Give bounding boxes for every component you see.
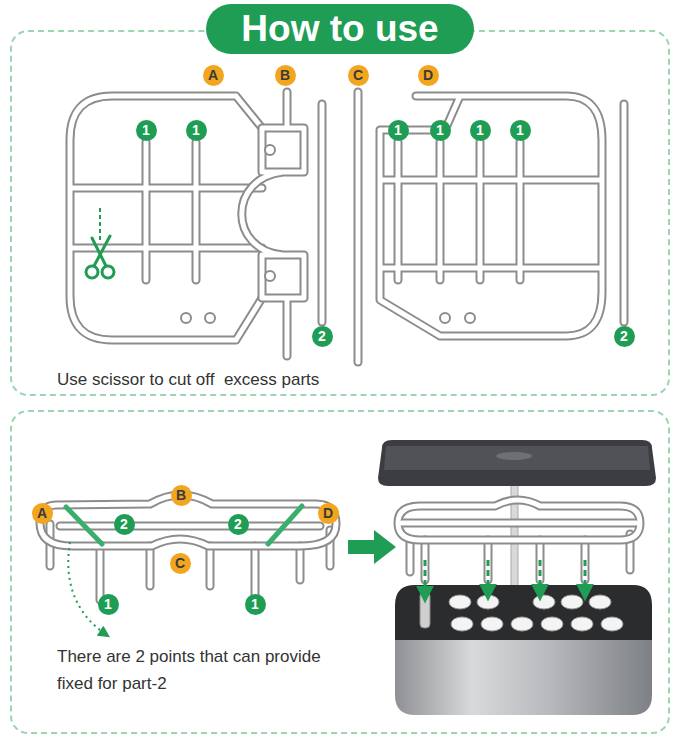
pod-hole	[601, 617, 623, 631]
scissor-handle	[86, 266, 98, 278]
insert-arrow	[424, 560, 427, 600]
frame-part	[242, 92, 304, 356]
insert-arrow	[487, 560, 490, 598]
part-letter: C	[348, 65, 369, 86]
pod-hole	[477, 595, 499, 609]
note-text: Use scissor to cut off excess parts	[57, 366, 477, 393]
brace-part	[622, 104, 627, 322]
part-letter: A	[32, 503, 53, 524]
part-letter: B	[171, 485, 192, 506]
cut-line	[99, 208, 101, 242]
callout-number: 1	[136, 120, 157, 141]
frame-part-outline	[380, 96, 602, 336]
brace-part-outline	[620, 104, 629, 322]
brace-part	[320, 104, 325, 322]
instruction-panel: There are 2 points that can provide fixe…	[10, 410, 670, 734]
callout-number: 1	[470, 120, 491, 141]
callout-number: 2	[614, 326, 635, 347]
lamp-lid	[378, 440, 656, 486]
note-text: There are 2 points that can provide fixe…	[57, 643, 357, 697]
callout-number: 1	[98, 594, 119, 615]
frame	[398, 500, 640, 540]
part-letter: C	[170, 553, 191, 574]
brace-part	[66, 507, 102, 544]
brace-part-outline	[318, 104, 327, 322]
frame-part-outline	[70, 96, 262, 340]
frame-part	[70, 96, 262, 340]
frame-outline	[398, 500, 640, 540]
scissor-blade	[92, 238, 106, 266]
frame-part-outline	[242, 92, 304, 356]
pod-hole	[561, 595, 583, 609]
part-letter: B	[275, 65, 296, 86]
scissor-handle	[102, 266, 114, 278]
joint-hole	[265, 271, 275, 281]
pod-hole	[451, 617, 473, 631]
joint-hole	[205, 313, 215, 323]
pod-hole	[589, 595, 611, 609]
pod-hole	[449, 595, 471, 609]
callout-number: 2	[228, 514, 249, 535]
pod-hole	[571, 617, 593, 631]
part-letter: D	[318, 503, 339, 524]
callout-number: 2	[114, 514, 135, 535]
joint-hole	[440, 313, 450, 323]
part-letter: D	[418, 65, 439, 86]
title-pill: How to use	[206, 4, 474, 54]
scissor-blade	[94, 236, 110, 266]
pod-hole	[511, 617, 533, 631]
callout-number: 1	[388, 120, 409, 141]
insert-arrow	[584, 560, 587, 598]
callout-number: 1	[430, 120, 451, 141]
callout-number: 2	[312, 326, 333, 347]
planter-body	[395, 640, 652, 715]
brace-part	[268, 506, 302, 544]
joint-hole	[265, 145, 275, 155]
lid-display	[496, 452, 532, 460]
instruction-panel: Use scissor to cut off excess parts	[10, 30, 670, 396]
lamp-lid-top	[384, 446, 650, 470]
frame-part-outline	[354, 92, 363, 362]
joint-hole	[181, 313, 191, 323]
callout-number: 1	[510, 120, 531, 141]
frame-part	[380, 96, 602, 336]
insert-arrow	[539, 560, 542, 598]
part-letter: A	[203, 65, 224, 86]
pod-hole	[533, 595, 555, 609]
planter-top	[395, 585, 652, 640]
pod-hole	[541, 617, 563, 631]
callout-number: 1	[245, 594, 266, 615]
flow-arrow	[348, 530, 396, 564]
callout-number: 1	[186, 120, 207, 141]
pod-hole	[481, 617, 503, 631]
water-gauge	[420, 592, 430, 628]
joint-hole	[465, 313, 475, 323]
pointer-arrow	[68, 542, 108, 636]
frame-part	[356, 92, 361, 362]
